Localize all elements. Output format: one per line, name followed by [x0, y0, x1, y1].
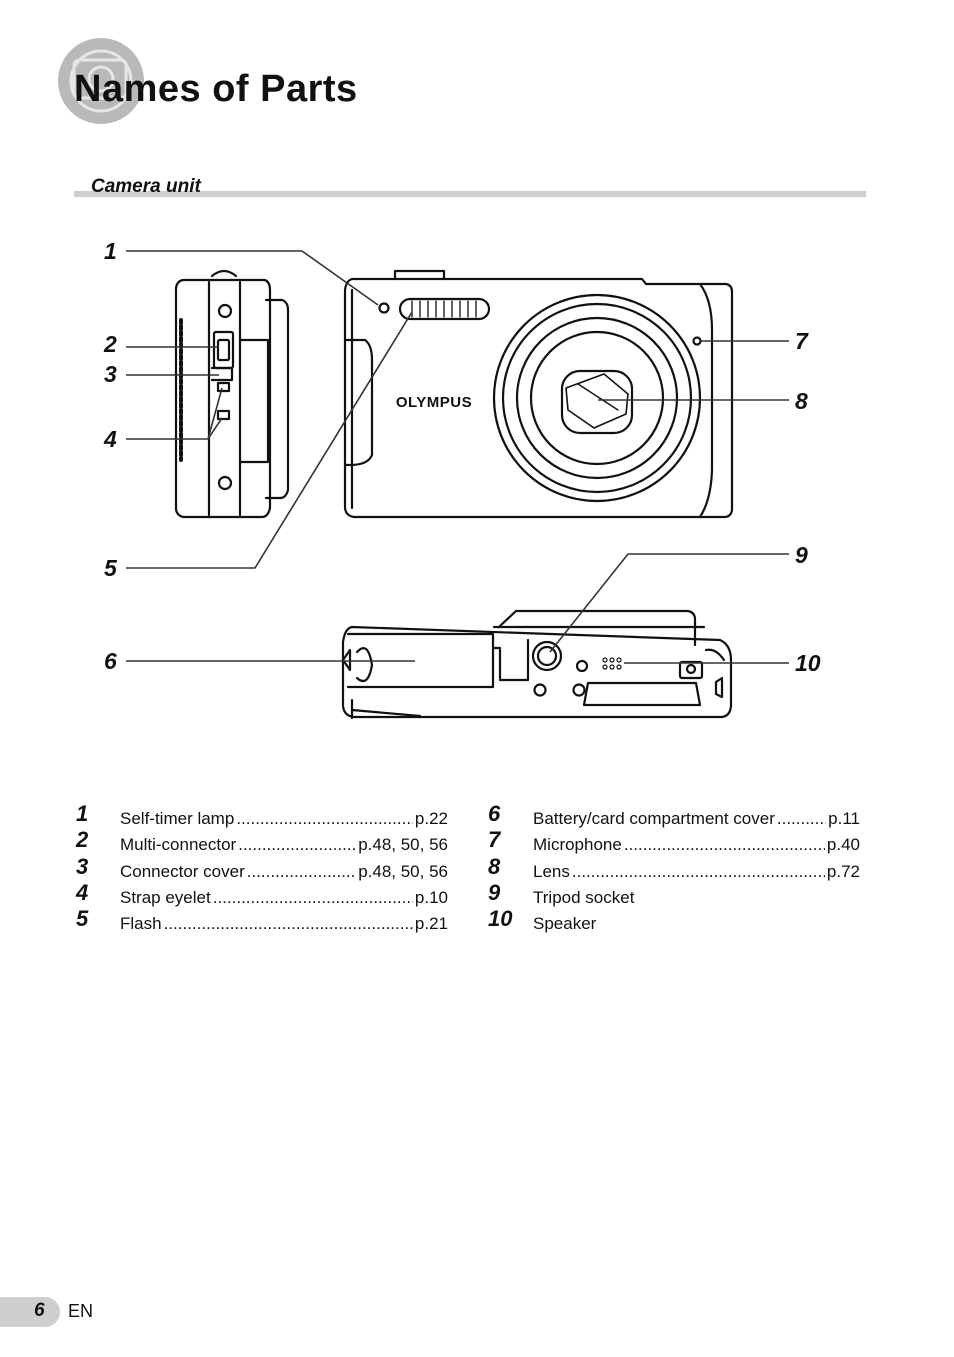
legend-page-ref: p.72 [826, 861, 860, 881]
page-number: 6 [34, 1300, 45, 1321]
callout-line-1 [126, 250, 379, 306]
front-view-illustration [343, 269, 734, 519]
legend-number: 8 [488, 853, 501, 879]
legend-number: 2 [76, 827, 89, 853]
legend-page-ref: p.48, 50, 56 [358, 835, 448, 855]
callout-number-4: 4 [104, 426, 117, 452]
legend-label: Connector cover [120, 861, 245, 881]
legend-label: Battery/card compartment cover [533, 809, 775, 828]
side-view-illustration [174, 269, 290, 519]
parts-legend-right: 6 Battery/card compartment cover p.11 7 M… [488, 803, 860, 934]
callout-number-7: 7 [795, 328, 808, 354]
legend-item: 4 Strap eyelet p.10 [76, 879, 448, 908]
callout-number-5: 5 [104, 555, 117, 581]
legend-item: 7 Microphone p.40 [488, 829, 860, 855]
bottom-view-illustration [341, 609, 733, 720]
page-number-tab [0, 1297, 60, 1327]
parts-legend-left: 1 Self-timer lamp p.22 2 Multi-connector p… [76, 803, 448, 934]
legend-item: 9 Tripod socket [488, 879, 860, 908]
legend-page-ref: p.48, 50, 56 [358, 861, 448, 881]
legend-label: Strap eyelet [120, 887, 211, 907]
language-code: EN [68, 1301, 94, 1321]
section-divider [74, 191, 866, 197]
callout-line-9 [549, 553, 789, 653]
legend-label: Self-timer lamp [120, 809, 235, 828]
legend-label: Flash [120, 914, 162, 934]
legend-number: 9 [488, 879, 501, 905]
legend-label: Multi-connector [120, 835, 237, 855]
legend-label: Lens [533, 861, 570, 881]
brand-logo: OLYMPUS [396, 394, 472, 411]
legend-item: 5 Flash p.21 [76, 908, 448, 934]
legend-number: 10 [488, 906, 513, 932]
legend-number: 7 [488, 827, 501, 853]
legend-item: 8 Lens p.72 [488, 853, 860, 882]
legend-item: 3 Connector cover p.48, 50, 56 [76, 853, 448, 882]
legend-number: 4 [76, 879, 89, 905]
legend-item: 6 Battery/card compartment cover p.11 [488, 803, 860, 829]
legend-page-ref: p.10 [414, 887, 448, 907]
legend-label: Microphone [533, 835, 622, 855]
legend-page-ref: p.21 [414, 914, 448, 934]
legend-item: 1 Self-timer lamp p.22 [76, 803, 448, 829]
legend-number: 3 [76, 853, 89, 879]
legend-label: Tripod socket [533, 887, 635, 907]
title-camera-icon [58, 38, 144, 124]
camera-diagram: OLYMPUS [126, 250, 789, 720]
callout-line-4 [126, 387, 223, 440]
callout-number-1: 1 [104, 238, 117, 264]
callout-number-6: 6 [104, 648, 117, 674]
legend-item: 2 Multi-connector p.48, 50, 56 [76, 829, 448, 855]
legend-page-ref: p.22 [414, 809, 448, 828]
callout-number-2: 2 [104, 331, 117, 357]
legend-page-ref: p.40 [826, 835, 860, 855]
callout-number-9: 9 [795, 542, 808, 568]
legend-page-ref: p.11 [828, 809, 860, 828]
legend-item: 10 Speaker [488, 908, 860, 934]
callout-line-5 [126, 311, 413, 569]
legend-number: 5 [76, 906, 89, 932]
legend-number: 1 [76, 801, 89, 826]
callout-number-10: 10 [795, 650, 821, 676]
page-title: Names of Parts [74, 68, 358, 110]
section-heading: Camera unit [91, 176, 201, 197]
legend-number: 6 [488, 801, 501, 826]
callout-number-8: 8 [795, 388, 808, 414]
callout-number-3: 3 [104, 361, 117, 387]
legend-label: Speaker [533, 914, 597, 934]
